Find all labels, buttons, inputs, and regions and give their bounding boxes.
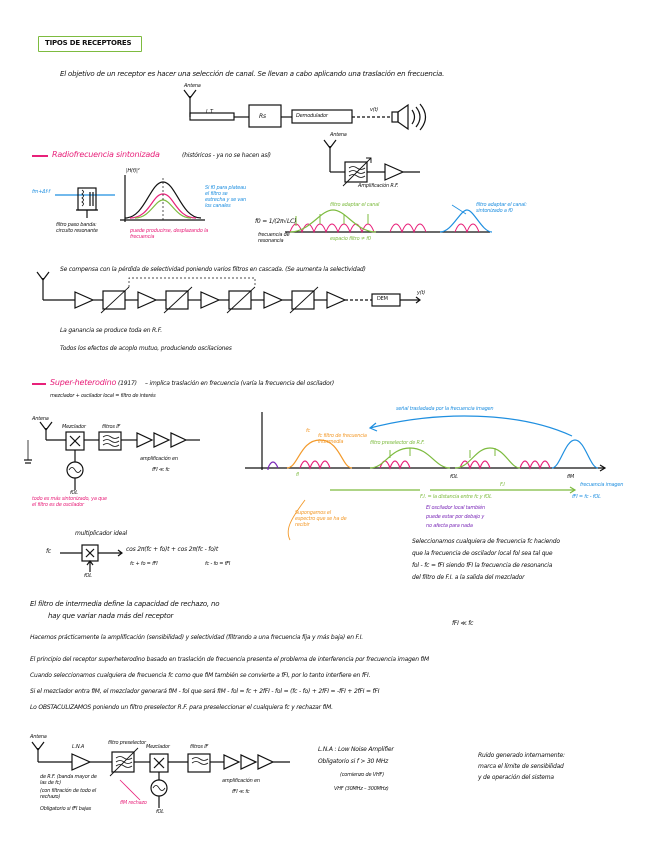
- rs-box: [248, 104, 282, 128]
- final-obligatorio: Obligatorio si fFI bajas: [40, 806, 92, 812]
- para-2: Hacemos prácticamente la amplificación (…: [30, 634, 364, 641]
- trf-amp-icon: [384, 163, 405, 181]
- cascade-note2: Todos los efectos de acoplo mutuo, produ…: [60, 345, 232, 352]
- page-title: TIPOS DE RECEPTORES: [45, 39, 132, 47]
- right-text-2: que la frecuencia de oscilador local fol…: [412, 550, 553, 557]
- right-text-4: del filtro de F.I. a la salida del mezcl…: [412, 574, 525, 581]
- final-fol-label: fOL: [156, 809, 164, 815]
- final-obligatorio-f: Obligatorio si f > 30 MHz: [318, 758, 389, 765]
- spec-fiv-label: fFI = fc - fOL: [572, 494, 601, 500]
- purple-note2: puede estar por debajo y: [426, 514, 485, 520]
- right-text-3: fol - fc = fFI siendo fFI la frecuencia …: [412, 562, 553, 569]
- intro-text: El objetivo de un receptor es hacer una …: [60, 70, 445, 78]
- spec-orange-note: Supongamos el espectro que se ha de reci…: [295, 510, 347, 528]
- block1-antenna-icon: [183, 89, 197, 110]
- sh-osc-note: todo es más sintonizado, ya que el filtr…: [32, 496, 107, 508]
- spec-fi-tag: F.I: [500, 482, 505, 488]
- mixer-title: multiplicador ideal: [75, 530, 128, 537]
- sh-heading-rest: – implica traslación en frecuencia (varí…: [145, 380, 334, 387]
- trf-blue-note: Si f0 para plateau el filtro se estrecha…: [205, 185, 246, 209]
- mixer-diff: fc - fo = fFI: [205, 561, 231, 567]
- trf-fm-label: fm+Δf·f: [32, 189, 50, 195]
- noise-1: Ruido generado internamente:: [478, 752, 565, 759]
- sh-heading: Super-heterodino: [50, 378, 117, 387]
- trf-heading-note: (históricos - ya no se hacen así): [182, 152, 271, 159]
- final-lna-label: L.N.A: [72, 744, 85, 750]
- para-fif: fFI ≪ fc: [452, 620, 474, 627]
- spec-note1: fc filtro de frecuencia intermedia: [318, 433, 367, 445]
- final-bandwidth-note: (con filtración de todo el rechazo): [40, 788, 97, 800]
- final-vhf-range: VHF (30MHz – 300MHz): [334, 786, 389, 792]
- sh-mixer-label: Mezclador: [62, 424, 86, 430]
- spec-fi-text: F.I. = la distancia entre fc y fOL: [420, 494, 492, 500]
- sh-fif-label: fFI ≪ fc: [152, 467, 170, 473]
- final-mixer-label: Mezclador: [146, 744, 170, 750]
- mixer-fol: fOL: [84, 573, 92, 579]
- noise-2: marca el límite de sensibilidad: [478, 763, 564, 770]
- trf-green-note1: filtro adaptar el canal: [330, 202, 380, 208]
- cascade-antenna-icon: [36, 271, 50, 300]
- mixer-out: cos 2π(fc + fo)t + cos 2π(fc - fo)t: [126, 546, 218, 553]
- final-amp-caption: amplificación en: [222, 778, 260, 784]
- mixer-fc: fc: [46, 548, 52, 555]
- block1-antenna-label: Antena: [184, 83, 201, 89]
- para-1: El filtro de intermedia define la capaci…: [30, 600, 220, 608]
- spec-fol-label: fOL: [450, 474, 458, 480]
- trf-espacio-label: espacio filtro ≠ f0: [330, 236, 371, 242]
- para-5: Si el mezclador entra fIM, el mezclador …: [30, 688, 380, 695]
- vt-label: v(t): [370, 107, 379, 113]
- dem-label: DEM: [377, 296, 388, 302]
- title-box: [38, 36, 142, 52]
- trf-pink-caption: puede producirse, desplazando la frecuen…: [130, 228, 209, 240]
- para-1b: hay que variar nada más del receptor: [48, 612, 174, 620]
- trf-antenna-icon: [323, 139, 337, 172]
- trf-f0-formula: f0 = 1/(2π√LC): [255, 218, 297, 225]
- yt-label: y(t): [417, 290, 426, 296]
- para-3: El principio del receptor superheterodin…: [30, 656, 429, 663]
- spec-fc-label: fc: [306, 428, 311, 434]
- sh-filter-label: filtros IF: [102, 424, 121, 430]
- cascade-line: Se compensa con la pérdida de selectivid…: [60, 266, 366, 273]
- trf-hf-label: |H(f)|²: [126, 168, 140, 174]
- trf-filter-caption: filtro paso banda: circuito resonante: [56, 222, 98, 234]
- trf-f0-caption: frecuencia de resonancia: [258, 232, 290, 244]
- final-lna-def: L.N.A : Low Noise Amplifier: [318, 746, 394, 753]
- sh-year: (1917): [118, 380, 137, 387]
- final-antenna-label: Antena: [30, 734, 47, 740]
- spec-note2: filtro preselector de R.F.: [370, 440, 425, 446]
- purple-note1: El oscilador local también: [426, 505, 486, 511]
- spec-fim-label: fIM: [567, 474, 574, 480]
- noise-3: y de operación del sistema: [478, 774, 554, 781]
- trf-green-note2: filtro adaptar el canal: sintonizado a f…: [476, 202, 527, 214]
- trf-antenna-label: Antena: [330, 132, 347, 138]
- rs-label: Rs: [259, 113, 266, 120]
- final-vhf: (comienzo de VHF): [340, 772, 384, 778]
- final-pink-diag: fIM rechazo: [120, 800, 147, 806]
- sh-sub: mezclador + oscilador local = filtro de …: [50, 393, 156, 399]
- spec-img-label: frecuencia imagen: [580, 482, 624, 488]
- purple-note3: no afecta para nada: [426, 523, 473, 529]
- final-lna-note: de R.F. (banda mayor de las de fc): [40, 774, 97, 786]
- mixer-sum: fc + fo = fFI: [130, 561, 158, 567]
- final-filters-label: filtros IF: [190, 744, 209, 750]
- para-6: Lo OBSTACULIZAMOS poniendo un filtro pre…: [30, 704, 333, 711]
- demod-label: Demodulador: [296, 113, 328, 119]
- sh-fol-label: fOL: [70, 490, 78, 496]
- sh-amp-caption: amplificación en: [140, 456, 178, 462]
- para-4: Cuando seleccionamos cualquiera de frecu…: [30, 672, 371, 679]
- final-fif: fFI ≪ fc: [232, 789, 250, 795]
- final-preselector-label: filtro preselector: [108, 740, 146, 746]
- speaker-icon: [391, 103, 427, 131]
- right-text-1: Seleccionamos cualquiera de frecuencia f…: [412, 538, 560, 545]
- cascade-note1: La ganancia se produce toda en R.F.: [60, 327, 162, 334]
- trf-amp-label: Amplificación R.F.: [358, 183, 399, 189]
- lt-label: L.T.: [206, 109, 214, 115]
- spec-fi-label: fI: [296, 472, 299, 478]
- spec-blue-arrow-label: señal trasladada por la frecuencia image…: [396, 406, 494, 412]
- lna-icon: [71, 753, 92, 771]
- sh-antenna-label: Antena: [32, 416, 49, 422]
- trf-heading: Radiofrecuencia sintonizada: [52, 150, 160, 159]
